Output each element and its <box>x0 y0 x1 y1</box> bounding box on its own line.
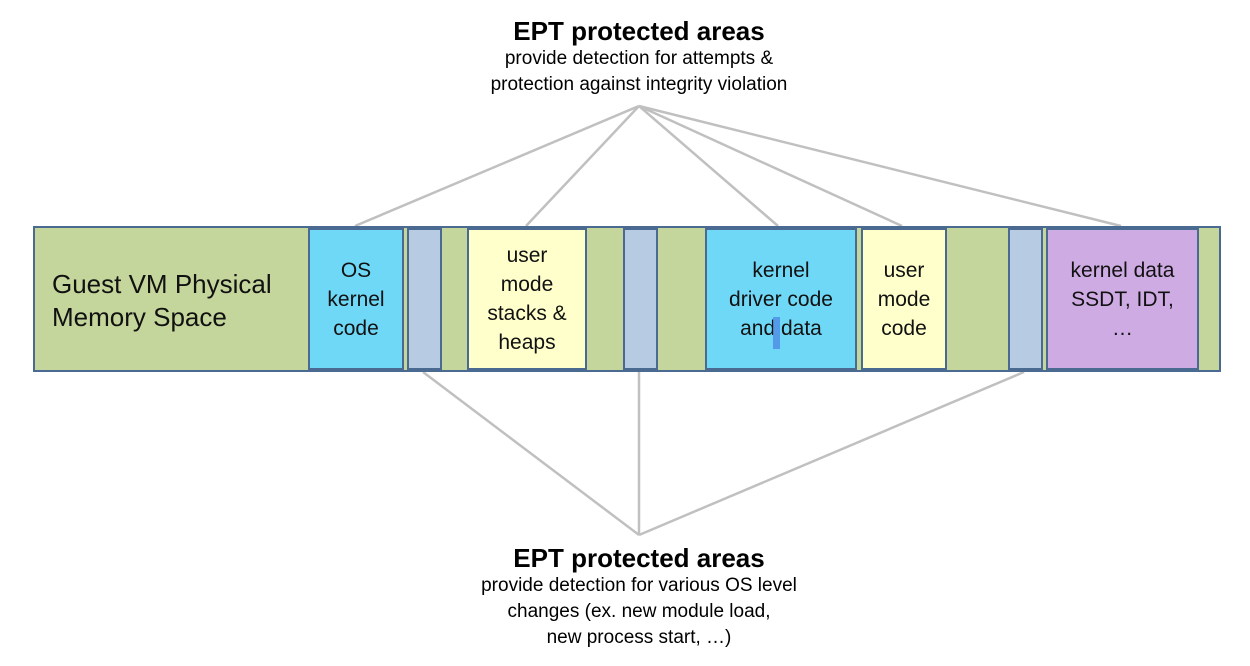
memory-space-label-line: Memory Space <box>52 302 227 332</box>
top-caption-title: EPT protected areas <box>513 16 765 46</box>
segment-line: kernel <box>327 287 385 311</box>
segment-line: and data <box>740 316 822 340</box>
memory-space-bar: Guest VM Physical Memory Space OS kernel… <box>33 226 1221 372</box>
memory-space-label: Guest VM Physical Memory Space <box>52 268 272 334</box>
kernel-data-region: kernel data SSDT, IDT, … <box>1046 228 1199 370</box>
memory-space-label-line: Guest VM Physical <box>52 269 272 299</box>
ept-protected-region <box>1008 228 1043 370</box>
connector-top-user-code <box>638 104 903 228</box>
os-kernel-code-region: OS kernel code <box>308 228 404 370</box>
bottom-caption-description: provide detection for various OS level c… <box>339 573 939 651</box>
segment-line: stacks & <box>487 302 567 325</box>
segment-line: driver code <box>729 287 833 311</box>
segment-line: code <box>333 316 379 340</box>
top-caption: EPT protected areas provide detection fo… <box>339 16 939 98</box>
bottom-caption-line: changes (ex. new module load, <box>507 601 771 622</box>
top-caption-description: provide detection for attempts & protect… <box>339 46 939 98</box>
top-caption-line: protection against integrity violation <box>490 74 788 95</box>
segment-line: OS <box>340 258 372 282</box>
segment-line: user <box>883 258 925 282</box>
text-cursor-highlight <box>773 317 780 349</box>
user-mode-stacks-heaps-region: user mode stacks & heaps <box>467 228 587 370</box>
bottom-caption: EPT protected areas provide detection fo… <box>339 543 939 651</box>
user-mode-code-region: user mode code <box>861 228 947 370</box>
connector-bottom-region-3 <box>638 370 1025 537</box>
connector-top-driver <box>638 105 779 227</box>
segment-line: code <box>881 316 927 340</box>
segment-line: mode <box>500 273 554 296</box>
segment-line: … <box>1112 316 1133 340</box>
segment-line: user <box>506 244 548 267</box>
segment-line: kernel data <box>1070 258 1175 282</box>
connector-bottom-region-1 <box>422 371 640 536</box>
connector-top-os-kernel <box>354 104 640 228</box>
connector-top-user-stacks <box>525 105 640 227</box>
top-caption-line: provide detection for attempts & <box>504 48 774 69</box>
segment-line: SSDT, IDT, <box>1071 287 1174 311</box>
segment-line: mode <box>877 287 931 311</box>
segment-line: heaps <box>498 331 556 354</box>
bottom-caption-line: new process start, …) <box>546 627 732 648</box>
bottom-caption-title: EPT protected areas <box>513 543 765 573</box>
ept-protected-region <box>623 228 658 370</box>
connector-top-kernel-data <box>638 104 1122 228</box>
kernel-driver-code-data-region: kernel driver code and data <box>705 228 857 370</box>
ept-protected-region <box>407 228 442 370</box>
segment-line: kernel <box>752 258 810 282</box>
bottom-caption-line: provide detection for various OS level <box>481 575 797 596</box>
